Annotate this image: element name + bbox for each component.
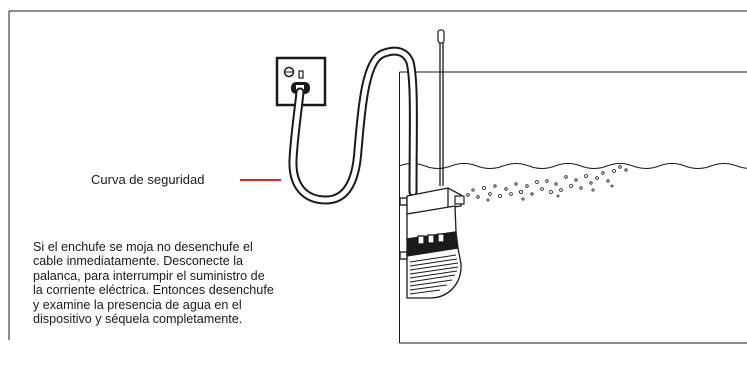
warning-line: cable inmediatamente. Desconecte la — [33, 254, 244, 269]
power-cable — [288, 46, 418, 205]
warning-line: Si el enchufe se moja no desenchufe el — [33, 240, 253, 254]
air-bubbles — [466, 165, 628, 202]
water-surface — [398, 163, 747, 169]
safety-loop-label: Curva de seguridad — [91, 172, 205, 187]
warning-instructions: Si el enchufe se moja no desenchufe el c… — [33, 240, 333, 326]
page-frame — [8, 10, 747, 340]
warning-line: palanca, para interrumpir el suministro … — [33, 268, 265, 283]
warning-line: la corriente eléctrica. Entonces desench… — [33, 283, 274, 298]
filter-outlet — [454, 195, 465, 205]
warning-line: y examine la presencia de agua en el — [33, 297, 242, 312]
aquarium-tank — [399, 71, 747, 344]
warning-line: dispositivo y séquela completamente. — [33, 312, 243, 327]
air-tube — [437, 29, 445, 186]
aquarium-filter-icon — [399, 187, 462, 299]
